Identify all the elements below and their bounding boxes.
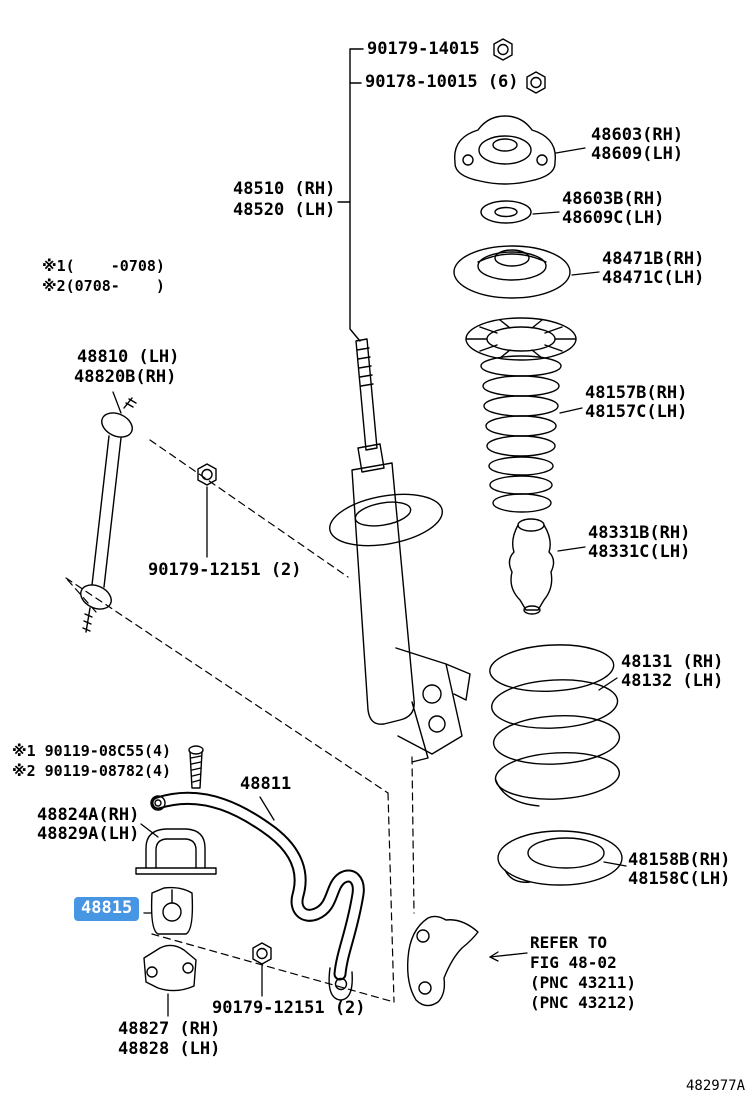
nut-support-icon [526,71,546,94]
coil-spring-drawing [489,644,621,807]
label-bearing-lh[interactable]: 48609C(LH) [562,208,665,228]
leader-lines-top [337,48,364,342]
label-nut-bar[interactable]: 90179-12151 (2) [212,998,366,1018]
refer-line-2: FIG 48-02 [530,953,617,972]
nut-piston-rod-icon [493,38,513,61]
label-bracket-lower-rh[interactable]: 48827 (RH) [118,1019,221,1039]
label-bumper-rh[interactable]: 48331B(RH) [588,523,691,543]
label-strut-mount-rh[interactable]: 48603(RH) [591,125,684,145]
bracket-lower-drawing [143,944,197,992]
leader-lines [112,147,627,1017]
label-insulator-lower-lh[interactable]: 48158C(LH) [628,869,731,889]
note-production-1: ※1( -0708) [42,257,165,275]
refer-line-3: (PNC 43211) [530,973,636,992]
label-bolt-variant-1[interactable]: ※1 90119-08C55(4) [12,742,172,760]
label-bumper-lh[interactable]: 48331C(LH) [588,542,691,562]
upper-spring-seat-drawing [453,245,571,299]
label-bushing-selected[interactable]: 48815 [74,897,140,921]
refer-note: REFER TO FIG 48-02 (PNC 43211) (PNC 4321… [530,933,636,1013]
dust-boot-drawing [465,317,577,513]
label-nut-support[interactable]: 90178-10015 (6) [365,72,519,92]
label-shock-lh[interactable]: 48520 (LH) [233,200,336,220]
label-stab-link-rh[interactable]: 48820B(RH) [74,367,177,387]
label-shock-rh[interactable]: 48510 (RH) [233,179,336,199]
label-bolt-variant-2[interactable]: ※2 90119-08782(4) [12,762,172,780]
strut-mount-drawing [454,115,556,185]
label-nut-link[interactable]: 90179-12151 (2) [148,560,302,580]
bearing-drawing [480,200,532,224]
note-production-2: ※2(0708- ) [42,277,165,295]
bushing-drawing [150,886,194,935]
bump-stopper-drawing [508,518,555,615]
label-boot-lh[interactable]: 48157C(LH) [585,402,688,422]
refer-line-1: REFER TO [530,933,608,952]
label-insulator-lower-rh[interactable]: 48158B(RH) [628,850,731,870]
label-spring-rh[interactable]: 48131 (RH) [621,652,724,672]
lower-insulator-drawing [497,830,623,886]
stabilizer-bar-drawing [150,791,365,1001]
label-nut-piston-rod[interactable]: 90179-14015 [367,39,480,59]
label-bracket-lower-lh[interactable]: 48828 (LH) [118,1039,221,1059]
label-stab-link-lh[interactable]: 48810 (LH) [77,347,180,367]
label-seat-upper-lh[interactable]: 48471C(LH) [602,268,705,288]
refer-line-4: (PNC 43212) [530,993,636,1012]
figure-id: 482977A [686,1078,746,1094]
label-bracket-upper-lh[interactable]: 48829A(LH) [37,824,140,844]
shock-absorber-drawing [329,338,471,763]
label-spring-lh[interactable]: 48132 (LH) [621,671,724,691]
label-boot-rh[interactable]: 48157B(RH) [585,383,688,403]
label-strut-mount-lh[interactable]: 48609(LH) [591,144,684,164]
nut-bar-icon [252,942,272,965]
knuckle-drawing [406,915,479,1007]
stabilizer-link-drawing [80,397,137,633]
label-bracket-upper-rh[interactable]: 48824A(RH) [37,805,140,825]
label-bearing-rh[interactable]: 48603B(RH) [562,189,665,209]
label-stab-bar[interactable]: 48811 [240,774,292,794]
label-seat-upper-rh[interactable]: 48471B(RH) [602,249,705,269]
nut-link-icon [197,463,217,486]
dashed-guides [65,439,415,1003]
bolt-icon [188,745,204,789]
bracket-upper-drawing [135,828,217,875]
